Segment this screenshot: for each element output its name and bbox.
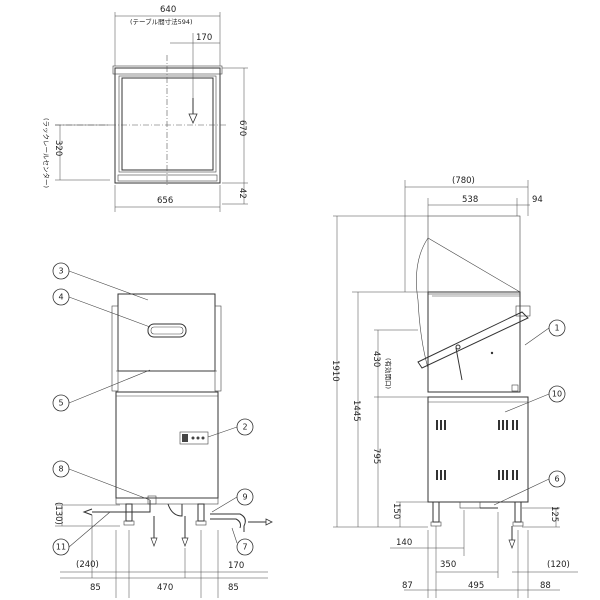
dim-140: 140 bbox=[396, 538, 412, 548]
svg-text:3: 3 bbox=[58, 267, 63, 276]
hood-lever bbox=[417, 311, 529, 369]
callout-4 bbox=[52, 288, 70, 306]
dim-495: 495 bbox=[468, 581, 484, 591]
dim-240: (240) bbox=[76, 560, 99, 570]
body-outline bbox=[115, 391, 219, 499]
callout-3 bbox=[52, 262, 70, 280]
dim-88: 88 bbox=[540, 581, 551, 591]
rack-rail-note: (ラックレールセンター) bbox=[42, 118, 51, 188]
dim-170-bottom: 170 bbox=[228, 561, 244, 571]
callout-9 bbox=[236, 488, 254, 506]
leg-right bbox=[197, 503, 205, 522]
svg-text:11: 11 bbox=[56, 543, 66, 552]
hood-right-rail bbox=[214, 305, 222, 392]
top-view-inner bbox=[121, 77, 214, 171]
dim-130: (130) bbox=[53, 502, 63, 525]
hood-handle bbox=[147, 323, 187, 338]
front-view: (130) (240) 85 470 85 170 bbox=[53, 293, 273, 598]
hood-handle-inner bbox=[150, 326, 184, 335]
dim-85-left: 85 bbox=[90, 583, 101, 593]
dim-1445: 1445 bbox=[351, 400, 361, 422]
top-view-base bbox=[117, 174, 218, 182]
callout-5 bbox=[52, 394, 70, 412]
side-hood bbox=[427, 291, 521, 393]
svg-text:6: 6 bbox=[554, 475, 559, 484]
dim-640: 640 bbox=[160, 5, 176, 15]
callout-1 bbox=[548, 319, 566, 337]
top-view: 640 (テーブル間寸法594) 170 670 42 320 (ラックレールセ… bbox=[42, 5, 248, 212]
callout-10 bbox=[548, 385, 566, 403]
svg-text:10: 10 bbox=[552, 390, 562, 399]
water-supply-pipe bbox=[92, 500, 151, 513]
svg-text:5: 5 bbox=[58, 399, 63, 408]
dim-170-top: 170 bbox=[196, 33, 212, 43]
dim-656: 656 bbox=[157, 196, 173, 206]
opening-note: (有効開口) bbox=[384, 358, 393, 389]
svg-text:9: 9 bbox=[242, 493, 247, 502]
hood-open-ghost bbox=[427, 215, 521, 295]
dim-538: 538 bbox=[462, 195, 478, 205]
control-display bbox=[182, 434, 188, 442]
callout-11 bbox=[52, 538, 70, 556]
svg-text:1: 1 bbox=[554, 324, 559, 333]
callout-8 bbox=[52, 460, 70, 478]
dim-120: (120) bbox=[547, 560, 570, 570]
callout-2 bbox=[236, 418, 254, 436]
dim-85-right: 85 bbox=[228, 583, 239, 593]
vents bbox=[436, 420, 518, 480]
dim-795: 795 bbox=[371, 448, 381, 464]
callout-6 bbox=[548, 470, 566, 488]
dim-470: 470 bbox=[157, 583, 173, 593]
dim-125: 125 bbox=[549, 506, 559, 522]
dim-87: 87 bbox=[402, 581, 413, 591]
control-panel bbox=[179, 431, 209, 445]
dim-42: 42 bbox=[237, 188, 247, 199]
svg-text:7: 7 bbox=[242, 543, 247, 552]
dim-430: 430 bbox=[371, 351, 381, 367]
dim-780: (780) bbox=[452, 176, 475, 186]
hood-left-rail bbox=[111, 305, 119, 392]
top-view-lid bbox=[112, 65, 223, 75]
dim-320: 320 bbox=[53, 140, 63, 156]
dim-350: 350 bbox=[440, 560, 456, 570]
svg-text:4: 4 bbox=[58, 293, 63, 302]
top-view-inner-frame bbox=[118, 75, 217, 173]
drain-hose bbox=[210, 513, 246, 532]
callout-7 bbox=[236, 538, 254, 556]
dim-1910: 1910 bbox=[330, 360, 340, 382]
side-view: (780) 538 94 1910 1445 430 (有効開口) 795 15… bbox=[330, 176, 578, 598]
svg-text:8: 8 bbox=[58, 465, 63, 474]
top-view-outline bbox=[114, 67, 221, 184]
table-distance-note: (テーブル間寸法594) bbox=[130, 17, 193, 26]
dim-94: 94 bbox=[532, 195, 543, 205]
side-body bbox=[427, 396, 529, 503]
dim-670: 670 bbox=[237, 120, 247, 136]
dim-150: 150 bbox=[391, 503, 401, 519]
svg-text:2: 2 bbox=[242, 423, 247, 432]
callouts: 3 4 5 2 8 9 11 7 1 10 bbox=[52, 262, 566, 556]
hood-outline bbox=[117, 293, 216, 372]
top-view-arrowhead bbox=[188, 113, 198, 124]
